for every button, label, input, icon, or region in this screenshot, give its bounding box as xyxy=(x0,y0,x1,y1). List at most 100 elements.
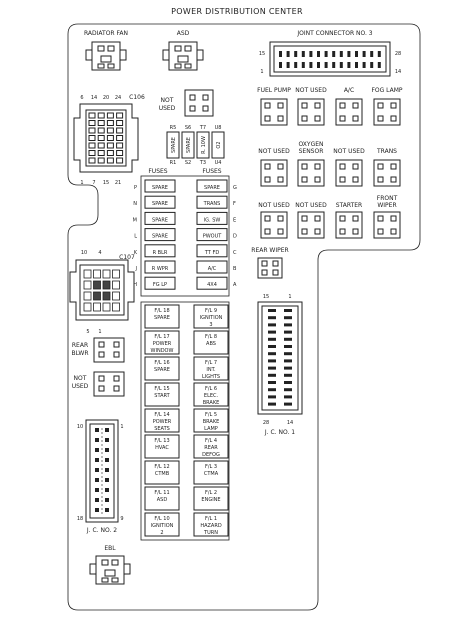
fusible-link-label-2: SEATS xyxy=(154,426,170,432)
c107-cavity xyxy=(112,302,120,312)
relay-terminal xyxy=(277,102,284,109)
mini-fuse-top-number: R5 xyxy=(170,125,177,131)
fuse-letter: G xyxy=(233,185,237,191)
relay-terminal xyxy=(377,228,384,235)
fusible-link xyxy=(193,460,229,485)
c106-cavity xyxy=(106,112,114,119)
mini-fuse-top-number: T7 xyxy=(199,125,206,131)
c107-cavity xyxy=(83,291,92,301)
fusible-link-number: F/L 14 xyxy=(154,412,169,418)
c106-cavity xyxy=(106,142,114,149)
fuse xyxy=(144,260,176,274)
relay-terminal xyxy=(264,215,271,222)
relay-terminal xyxy=(277,115,284,122)
jc1-pin xyxy=(268,337,276,341)
jc2-pin xyxy=(105,498,109,502)
fusible-link xyxy=(144,304,180,329)
jc3-pin xyxy=(377,51,381,57)
jc1-pin xyxy=(268,309,276,312)
fusible-link-label: INT. xyxy=(206,367,216,373)
jc2-pin xyxy=(105,468,109,472)
mini-fuse-top-number: S6 xyxy=(185,125,191,131)
c107-cavity xyxy=(93,302,101,312)
c107-cavity xyxy=(93,280,101,290)
fusible-link xyxy=(193,512,229,537)
c106-cavity xyxy=(116,120,124,126)
jc3-pin xyxy=(294,51,298,57)
fusible-link-label: POWER xyxy=(153,419,172,425)
jc1-pin xyxy=(268,330,276,334)
not-used-left-relay xyxy=(93,371,125,397)
not-used-small-label-1: NOT xyxy=(161,97,174,104)
jc3-pin xyxy=(377,62,381,68)
fuse-letter: K xyxy=(134,250,138,256)
mini-fuse-label: O2 xyxy=(216,141,222,148)
relay-terminal xyxy=(301,215,308,222)
jc1-connector xyxy=(257,301,303,415)
fuse-label: FG LP xyxy=(153,282,167,288)
jc3-pin xyxy=(279,51,282,57)
jc1-pin-15: 15 xyxy=(263,294,269,300)
fusible-link-number: F/L 7 xyxy=(205,360,217,366)
c106-cavity xyxy=(116,135,124,141)
fuse-letter: N xyxy=(133,201,137,207)
fuse xyxy=(144,228,176,242)
fusible-link-number: F/L 8 xyxy=(205,334,217,340)
jc2-pin xyxy=(95,468,99,472)
c107-label: C107 xyxy=(119,254,135,261)
fuse-label: R BLR xyxy=(153,250,168,256)
c107-connector xyxy=(69,259,135,321)
relay-label: FUEL PUMP xyxy=(257,87,291,94)
fusible-link-label-2: 3 xyxy=(209,322,212,328)
fuse xyxy=(144,244,176,258)
jc3-pin xyxy=(286,62,290,68)
fusible-link-label: CTMA xyxy=(204,471,219,477)
fuse-label: SPARE xyxy=(152,185,168,191)
fusible-link-number: F/L 6 xyxy=(205,386,217,392)
fuse-label: 4X4 xyxy=(207,282,217,288)
jc3-pin xyxy=(339,62,343,68)
relay-terminal xyxy=(264,102,271,109)
fuse-label: PWOUT xyxy=(203,234,223,240)
mini-fuse-bottom-number: R1 xyxy=(170,160,177,166)
fusible-link-number: F/L 10 xyxy=(154,516,169,522)
fusible-link xyxy=(144,512,180,537)
relay-terminal xyxy=(339,163,346,170)
jc1-pin xyxy=(284,330,292,334)
fusible-link-label: ABS xyxy=(206,341,216,347)
c106-cavity xyxy=(97,135,105,141)
relay-terminal xyxy=(377,176,384,183)
fusible-link-label: HAZARD xyxy=(200,523,222,529)
fusible-link xyxy=(144,408,180,433)
relay-terminal xyxy=(301,115,308,122)
c107-cavity xyxy=(93,269,101,279)
fusible-link-number: F/L 18 xyxy=(154,308,169,314)
relay-terminal xyxy=(377,115,384,122)
fusible-link-label-2: BRAKE xyxy=(203,400,220,406)
jc3-pin xyxy=(347,51,351,57)
jc3-pin xyxy=(324,62,328,68)
relay-terminal xyxy=(339,215,346,222)
jc1-pin xyxy=(268,359,276,363)
jc1-pin-28: 28 xyxy=(263,420,269,426)
jc3-pin xyxy=(309,51,313,57)
mini-fuse xyxy=(211,131,225,159)
relay-terminal xyxy=(339,102,346,109)
jc1-pin xyxy=(284,381,292,384)
jc3-pin-28: 28 xyxy=(395,51,401,57)
relay-terminal xyxy=(314,228,321,235)
jc1-pin xyxy=(268,323,276,327)
fuse-letter: C xyxy=(233,250,237,256)
fusible-link-label: CTMB xyxy=(155,471,170,477)
relay-label: TRANS xyxy=(376,148,397,155)
relay-label: NOT USED xyxy=(258,202,290,209)
fuse-letter: D xyxy=(233,234,237,240)
rear-blwr-label-1: REAR xyxy=(72,342,88,349)
relay-terminal xyxy=(352,102,359,109)
jc2-pin xyxy=(95,448,99,452)
jc2-label: J. C. NO. 2 xyxy=(86,527,117,534)
jc1-pin xyxy=(268,352,276,356)
c106-cavity xyxy=(88,142,96,149)
